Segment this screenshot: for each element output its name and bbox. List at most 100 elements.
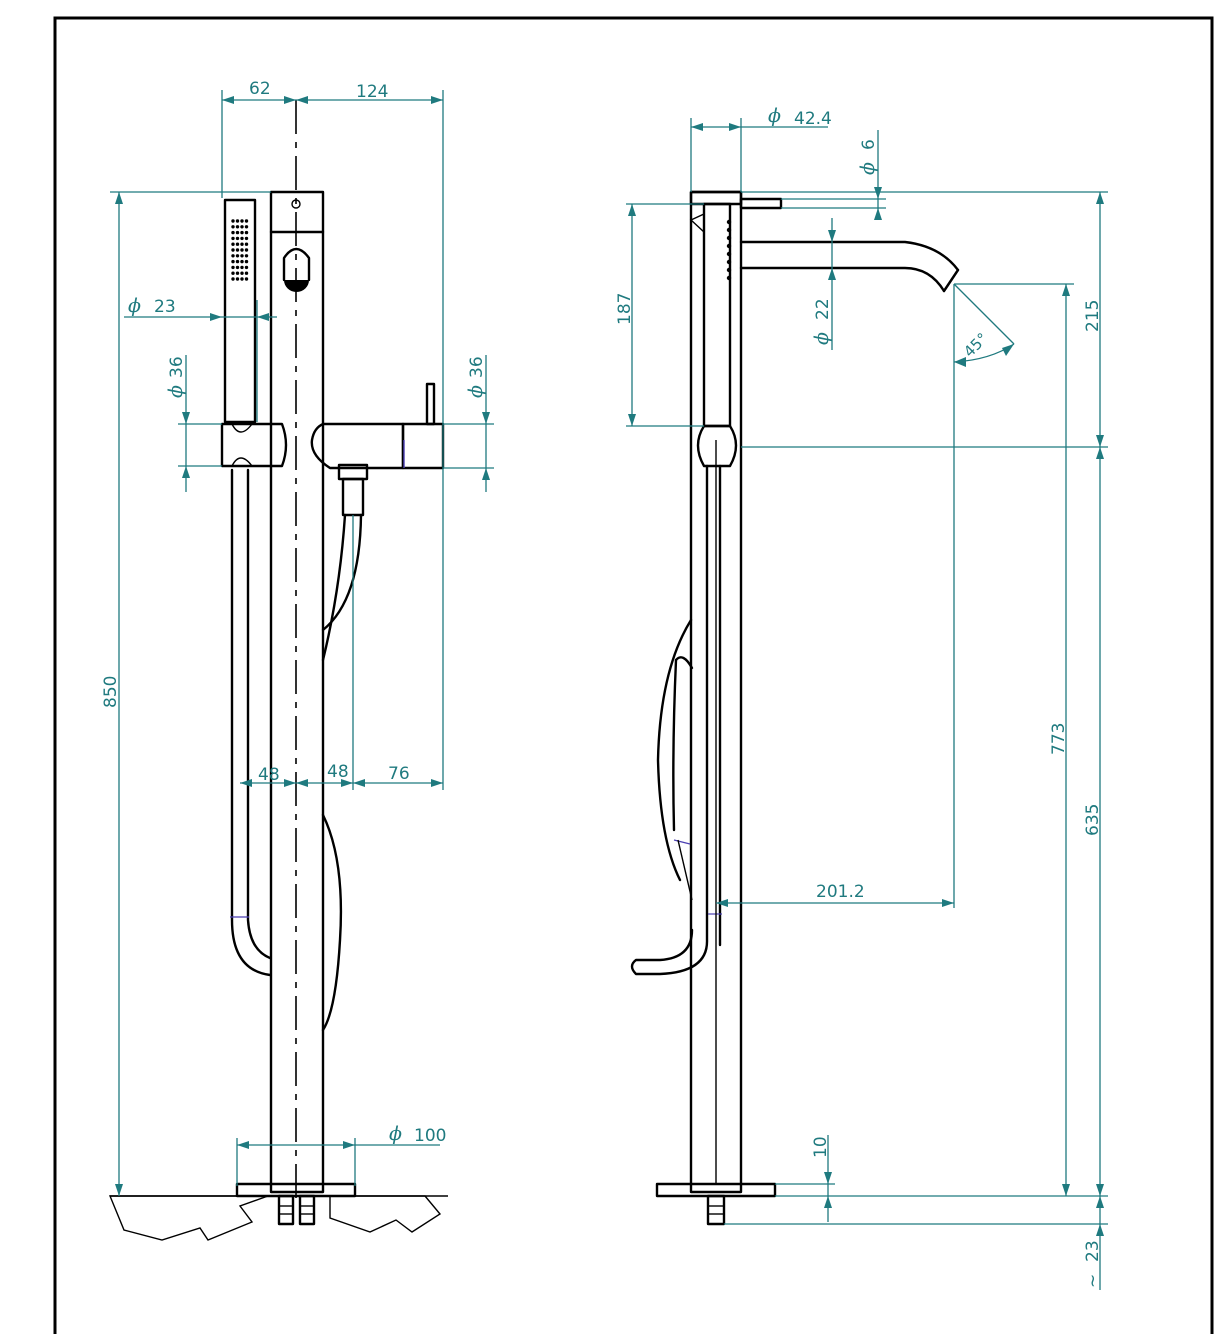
nozzle-dot [240, 271, 244, 275]
mixer-body [310, 422, 405, 470]
nozzle-dot [244, 236, 249, 241]
nozzle-dot [240, 265, 244, 270]
drawing-frame [53, 16, 1214, 1334]
floor-hatch-left [108, 1195, 269, 1241]
dim-773: 773 [954, 283, 1074, 1196]
dim-phi42-4: ϕ 42.4 [690, 105, 832, 192]
dim-10: 10 [775, 1135, 1108, 1222]
nozzle-dot [231, 254, 235, 258]
front-supply-pipes [277, 1194, 316, 1226]
nozzle-dot [235, 230, 240, 235]
nozzle-dot [240, 254, 244, 258]
phi6-symbol: ϕ [857, 162, 879, 175]
nozzle-dot [244, 219, 249, 223]
nozzle-dot [235, 254, 240, 258]
side-view: ϕ 42.4 ϕ 6 187 ϕ 22 [615, 105, 1108, 1290]
dim-215: 215 [741, 191, 1108, 448]
dim-phi23-label: 23 [154, 297, 176, 317]
nozzle-dot [231, 271, 235, 275]
nozzle-dot [231, 277, 235, 281]
side-base-plate [655, 1182, 777, 1198]
dim-23-approx: ~ [1083, 1274, 1103, 1288]
dim-phi22-label: 22 [813, 298, 833, 320]
nozzle-dot [240, 219, 244, 223]
dim-635: 635 [1083, 447, 1104, 1196]
nozzle-dot [235, 219, 240, 223]
nozzle-dot [244, 230, 249, 235]
dim-phi22: ϕ 22 [811, 218, 836, 350]
dim-phi100-label: 100 [414, 1126, 446, 1146]
dim-phi36-right-label: 36 [467, 356, 487, 378]
dim-124-label: 124 [356, 82, 388, 102]
nozzle-dot [240, 259, 244, 264]
nozzle-dot [231, 236, 235, 241]
dim-201-2: 201.2 [716, 882, 954, 907]
nozzle-dot [244, 254, 249, 258]
dim-phi23: ϕ 23 [124, 295, 277, 422]
nozzle-dot [244, 265, 249, 270]
front-lever [282, 247, 311, 282]
dim-62: 62 [221, 79, 296, 198]
dim-187: 187 [615, 203, 704, 427]
phi36-right-symbol: ϕ [465, 385, 487, 398]
side-spout [739, 240, 960, 293]
nozzle-dot [244, 259, 249, 264]
nozzle-dot [231, 230, 235, 235]
dim-215-label: 215 [1083, 300, 1103, 332]
phi23-symbol: ϕ [128, 295, 141, 317]
nozzle-dot [240, 225, 244, 229]
dim-76-label: 76 [388, 764, 410, 784]
nozzle-dot [235, 225, 240, 229]
nozzle-dot [240, 230, 244, 235]
nozzle-dot [240, 277, 244, 281]
dim-phi36-right: ϕ 36 [443, 355, 494, 492]
dim-773-label: 773 [1049, 723, 1069, 755]
mixer-cartridge [401, 422, 445, 470]
shower-hose-right [321, 513, 347, 662]
shower-holder [220, 422, 288, 468]
dim-850: 850 [101, 191, 271, 1196]
dim-48-right-label: 48 [327, 762, 349, 782]
shower-hose-left [230, 468, 272, 977]
side-holder [696, 424, 738, 468]
nozzle-dot [235, 277, 240, 281]
hose-nut [341, 477, 365, 517]
nozzle-dot [231, 259, 235, 264]
dim-23: 23 ~ [724, 1196, 1108, 1290]
dim-201-2-label: 201.2 [816, 882, 865, 902]
dim-phi6: ϕ 6 [781, 130, 886, 220]
nozzle-dot [231, 225, 235, 229]
nozzle-dot [244, 271, 249, 275]
side-hand-shower [702, 202, 732, 428]
nozzle-dot [244, 225, 249, 229]
nozzle-dot [240, 248, 244, 252]
dim-10-label: 10 [811, 1136, 831, 1158]
dim-62-label: 62 [249, 79, 271, 99]
phi22-symbol: ϕ [811, 332, 833, 345]
dim-48-left-label: 48 [258, 765, 280, 785]
nozzle-dot [244, 277, 249, 281]
front-view: 62 124 850 ϕ 23 [101, 79, 494, 1241]
dim-45deg: 45° [953, 283, 1015, 908]
dim-phi6-label: 6 [859, 139, 879, 150]
dim-23-label: 23 [1083, 1240, 1103, 1262]
dim-850-label: 850 [101, 676, 121, 708]
dim-187-label: 187 [615, 293, 635, 325]
shower-nozzle-grid [231, 219, 249, 281]
nozzle-dot [235, 271, 240, 275]
dim-phi36-left: ϕ 36 [165, 355, 222, 492]
front-top-screw [291, 199, 301, 209]
side-nozzles [726, 219, 732, 281]
nozzle-dot [244, 242, 249, 246]
nozzle-dot [235, 248, 240, 252]
dim-635-label: 635 [1083, 804, 1103, 836]
mixer-handle [425, 382, 436, 426]
nozzle-dot [231, 242, 235, 246]
dim-124: 124 [296, 82, 444, 790]
nozzle-dot [231, 265, 235, 270]
side-hose [630, 464, 709, 976]
phi100-symbol: ϕ [389, 1123, 402, 1145]
dim-48-48-76: 48 48 76 [240, 515, 443, 790]
nozzle-dot [231, 219, 235, 223]
nozzle-dot [235, 236, 240, 241]
